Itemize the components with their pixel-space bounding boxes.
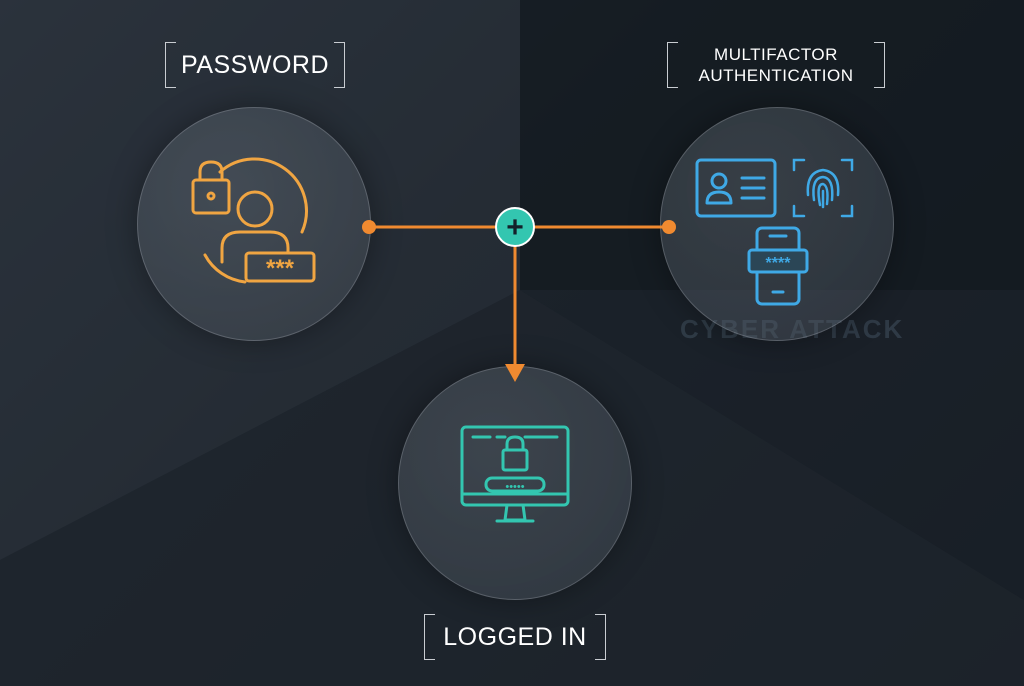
- password-mask-text: ***: [266, 255, 295, 282]
- password-label: PASSWORD: [165, 42, 345, 88]
- logged-in-circle: [398, 366, 632, 600]
- monitor-lock-icon: [460, 425, 570, 523]
- mfa-label-line1: MULTIFACTOR: [714, 45, 838, 64]
- mfa-label-line2: AUTHENTICATION: [698, 66, 854, 85]
- plus-node: +: [495, 207, 535, 247]
- password-circle: [137, 107, 371, 341]
- mfa-circle: [660, 107, 894, 341]
- left-connector-dot: [362, 220, 376, 234]
- right-connector-dot: [662, 220, 676, 234]
- phone-code-text: ****: [766, 255, 792, 272]
- down-arrow-icon: [505, 364, 525, 382]
- mfa-label: MULTIFACTOR AUTHENTICATION: [667, 42, 885, 88]
- plus-symbol: +: [506, 211, 524, 244]
- id-card-icon: [695, 158, 777, 218]
- logged-in-label-text: LOGGED IN: [443, 622, 587, 651]
- monitor-dots-text: •••••: [505, 481, 524, 493]
- logged-in-label: LOGGED IN: [424, 614, 606, 660]
- person-lock-icon: [191, 157, 316, 284]
- password-label-text: PASSWORD: [181, 50, 329, 79]
- fingerprint-icon: [792, 158, 854, 218]
- smartphone-code-icon: [747, 226, 809, 306]
